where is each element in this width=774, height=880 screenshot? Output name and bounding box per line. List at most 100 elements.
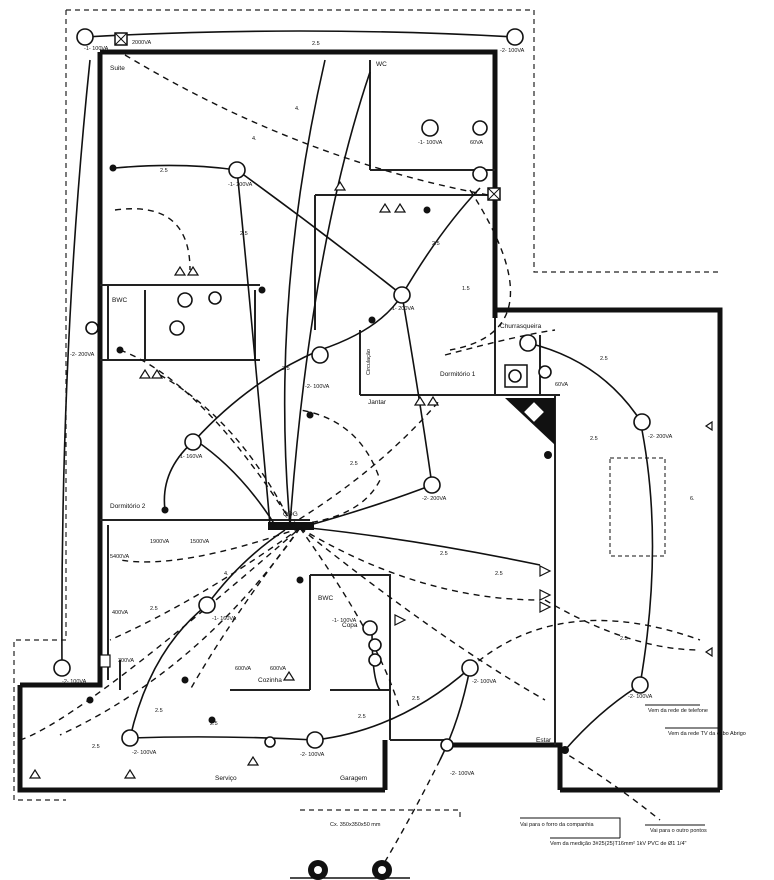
room-labels: Suite WC BWC Dormitório 1 Dormitório 2 J…	[110, 61, 552, 782]
lamp-servico[interactable]	[121, 729, 139, 747]
svg-text:-1- 160VA: -1- 160VA	[212, 616, 237, 622]
lamp-churr-2[interactable]	[508, 369, 522, 383]
svg-text:2.5: 2.5	[150, 606, 158, 612]
svg-text:-1- 100VA: -1- 100VA	[418, 140, 443, 146]
lamp-bwc-upper-3[interactable]	[169, 320, 185, 336]
pool-outline	[609, 457, 666, 557]
svg-text:-2- 100VA: -2- 100VA	[500, 48, 525, 54]
lamp-wc[interactable]	[421, 119, 439, 137]
lamp-cozinha[interactable]	[198, 596, 216, 614]
load-labels: -1- 100VA -2- 100VA -1- 200VA -1- 100VA …	[62, 40, 673, 777]
room-cozinha: Cozinha	[258, 677, 282, 684]
svg-text:6.: 6.	[690, 496, 695, 502]
qdg-panel[interactable]	[268, 522, 314, 530]
svg-text:2.5: 2.5	[620, 636, 628, 642]
lamp-entrance[interactable]	[440, 738, 454, 752]
svg-text:4.: 4.	[295, 106, 300, 112]
svg-text:-2- 200VA: -2- 200VA	[648, 434, 673, 440]
svg-text:2.5: 2.5	[350, 461, 358, 467]
svg-text:2.5: 2.5	[210, 721, 218, 727]
room-suite: Suite	[110, 65, 125, 72]
lamp-garagem-1[interactable]	[306, 731, 324, 749]
exterior-walls	[17, 49, 723, 793]
svg-text:-2- 100VA: -2- 100VA	[62, 679, 87, 685]
solid-circuits	[61, 30, 654, 761]
svg-text:600VA: 600VA	[235, 666, 251, 672]
lamp-right-ext[interactable]	[633, 413, 651, 431]
note-ramal-3: Vai para o outro pontos	[650, 828, 707, 834]
meter-symbols	[290, 860, 410, 880]
note-telefone: Vem da rede de telefone	[648, 708, 708, 714]
gauge-labels: 2.5 4. 2.5 4. 2.5 2.5 1.5 2.5 2.5 2.5 2.…	[92, 41, 695, 750]
svg-text:-1- 100VA: -1- 100VA	[84, 46, 109, 52]
outlet-points	[86, 164, 569, 754]
room-servico: Serviço	[215, 775, 237, 782]
lamp-churr-3[interactable]	[538, 365, 552, 379]
lamp-bwc-lower-2[interactable]	[368, 638, 382, 652]
room-churrasqueira: Churrasqueira	[500, 323, 542, 330]
svg-text:1900VA: 1900VA	[150, 539, 169, 545]
switch-symbols	[28, 180, 713, 779]
room-garagem: Garagem	[340, 775, 367, 782]
svg-text:4.: 4.	[224, 571, 229, 577]
lamp-left-wall[interactable]	[85, 321, 99, 335]
property-outline	[13, 9, 722, 820]
lamp-entry[interactable]	[461, 659, 479, 677]
lamp-side-ext[interactable]	[631, 676, 649, 694]
chimney-block	[505, 398, 555, 445]
leader-lines	[520, 704, 720, 839]
svg-text:300VA: 300VA	[118, 658, 134, 664]
room-estar: Estar	[536, 737, 552, 744]
lamp-suite[interactable]	[228, 161, 246, 179]
lamp-dorm1[interactable]	[393, 286, 411, 304]
svg-text:5400VA: 5400VA	[110, 554, 129, 560]
svg-text:2.5: 2.5	[312, 41, 320, 47]
svg-text:60VA: 60VA	[470, 140, 483, 146]
lamp-estar[interactable]	[423, 476, 441, 494]
svg-text:600VA: 600VA	[270, 666, 286, 672]
svg-text:2.5: 2.5	[600, 356, 608, 362]
annotations: Cx. 350x350x50 mm Vai para o forro da co…	[330, 708, 746, 847]
svg-text:2.5: 2.5	[590, 436, 598, 442]
light-fixtures	[53, 28, 651, 752]
lamp-top-left[interactable]	[76, 28, 94, 46]
svg-text:1500VA: 1500VA	[190, 539, 209, 545]
lamp-churrasqueira[interactable]	[519, 334, 537, 352]
room-copa: Copa	[342, 622, 358, 629]
note-tv: Vem da rede TV da cabo Abrigo	[668, 731, 746, 737]
svg-text:4.: 4.	[252, 136, 257, 142]
dashed-circuits	[19, 54, 701, 871]
room-jantar: Jantar	[368, 399, 387, 406]
lamp-wc-2[interactable]	[472, 120, 488, 136]
lamp-bwc-lower-1[interactable]	[362, 620, 378, 636]
svg-text:-1- 200VA: -1- 200VA	[390, 306, 415, 312]
note-ramal-1: Vai para o forro da companhia	[520, 822, 595, 828]
lamp-bwc-upper[interactable]	[177, 292, 193, 308]
svg-text:400VA: 400VA	[112, 610, 128, 616]
svg-text:-2- 100VA: -2- 100VA	[450, 771, 475, 777]
svg-text:2.5: 2.5	[160, 168, 168, 174]
lamp-bwc-lower-3[interactable]	[368, 653, 382, 667]
room-circulacao: Circulação	[366, 349, 372, 375]
note-caixa: Cx. 350x350x50 mm	[330, 822, 381, 828]
svg-text:-2- 100VA: -2- 100VA	[300, 752, 325, 758]
room-dormitorio1: Dormitório 1	[440, 371, 476, 378]
room-dormitorio2: Dormitório 2	[110, 503, 146, 510]
junction-boxes	[99, 32, 528, 668]
svg-text:-1- 200VA: -1- 200VA	[228, 182, 253, 188]
svg-text:60VA: 60VA	[555, 382, 568, 388]
lamp-top-right[interactable]	[506, 28, 524, 46]
svg-text:-1- 100VA: -1- 100VA	[332, 618, 357, 624]
lamp-bwc-upper-2[interactable]	[208, 291, 222, 305]
room-wc-suite: WC	[376, 61, 387, 68]
lamp-bottom-left[interactable]	[53, 659, 71, 677]
svg-text:2.5: 2.5	[282, 366, 290, 372]
lamp-dorm2[interactable]	[184, 433, 202, 451]
lamp-wc-3[interactable]	[472, 166, 488, 182]
svg-text:2000VA: 2000VA	[132, 40, 151, 46]
lamp-garagem-2[interactable]	[264, 736, 276, 748]
note-ramal-2: Vem da medição 3#25(25)T16mm² 1kV PVC de…	[550, 841, 687, 847]
svg-text:-2- 100VA: -2- 100VA	[132, 750, 157, 756]
lamp-circulacao[interactable]	[311, 346, 329, 364]
